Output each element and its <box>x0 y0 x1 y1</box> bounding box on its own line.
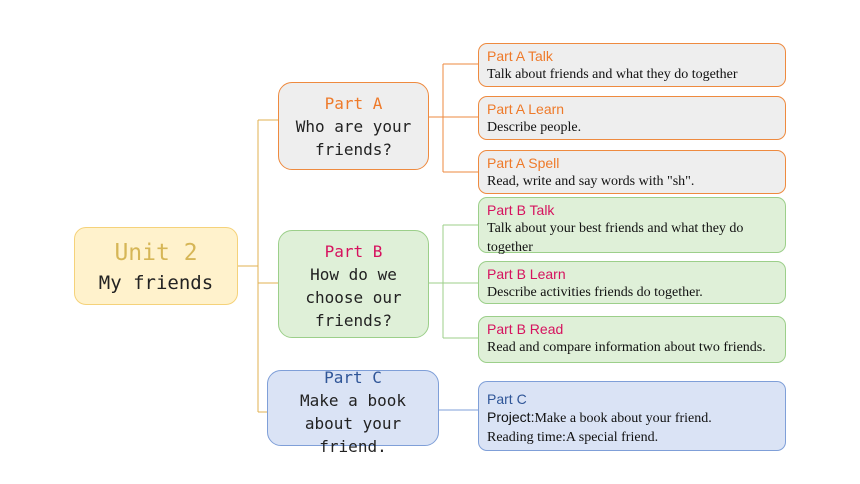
part-b-question: How do we choose our friends? <box>305 265 402 330</box>
part-c-project-line: Project:Make a book about your friend. <box>487 408 777 428</box>
part-c-detail-title: Part C <box>487 391 527 407</box>
part-a-learn-desc: Describe people. <box>487 120 582 135</box>
part-a-talk-node: Part A Talk Talk about friends and what … <box>478 43 786 87</box>
part-c-detail-node: Part C Project:Make a book about your fr… <box>478 381 786 451</box>
part-b-node: Part B How do we choose our friends? <box>278 230 429 338</box>
part-b-heading: Part B <box>324 242 383 261</box>
part-c-project-text: Make a book about your friend. <box>534 411 712 426</box>
root-title: Unit 2 <box>114 240 198 266</box>
part-b-talk-node: Part B Talk Talk about your best friends… <box>478 197 786 255</box>
part-a-spell-node: Part A Spell Read, write and say words w… <box>478 150 786 194</box>
part-a-spell-title: Part A Spell <box>487 155 560 171</box>
part-c-question: Make a book about your friend. <box>300 391 406 456</box>
part-b-read-node: Part B Read Read and compare information… <box>478 316 786 363</box>
part-b-talk-title: Part B Talk <box>487 202 555 218</box>
part-c-node: Part C Make a book about your friend. <box>267 368 439 456</box>
part-c-heading: Part C <box>324 368 382 387</box>
part-a-learn-node: Part A Learn Describe people. <box>478 96 786 140</box>
part-c-reading-line: Reading time:A special friend. <box>487 430 659 445</box>
part-b-read-desc: Read and compare information about two f… <box>487 340 766 355</box>
part-a-question: Who are your friends? <box>295 117 412 159</box>
root-subtitle: My friends <box>98 272 214 294</box>
part-b-read-title: Part B Read <box>487 321 564 337</box>
part-a-learn-title: Part A Learn <box>487 101 565 117</box>
part-a-talk-desc: Talk about friends and what they do toge… <box>487 67 738 82</box>
part-a-heading: Part A <box>324 94 383 113</box>
root-node-unit-2: Unit 2 My friends <box>74 227 238 305</box>
part-b-talk-desc: Talk about your best friends and what th… <box>487 221 744 255</box>
part-a-talk-title: Part A Talk <box>487 48 553 64</box>
part-b-learn-title: Part B Learn <box>487 266 566 282</box>
part-b-learn-desc: Describe activities friends do together. <box>487 285 703 300</box>
part-b-learn-node: Part B Learn Describe activities friends… <box>478 261 786 304</box>
part-a-node: Part A Who are your friends? <box>278 82 429 170</box>
part-c-project-label: Project: <box>487 409 535 425</box>
part-a-spell-desc: Read, write and say words with "sh". <box>487 174 695 189</box>
